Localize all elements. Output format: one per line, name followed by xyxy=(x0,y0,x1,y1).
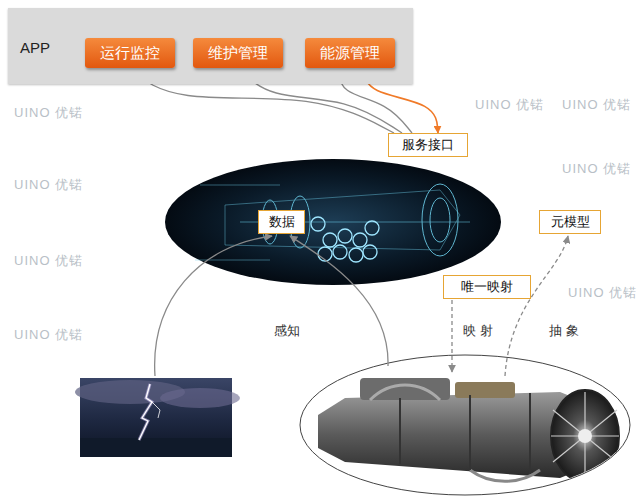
illustration-part xyxy=(152,402,160,418)
app-module-box: 维护管理 xyxy=(193,38,283,68)
watermark: UINO 优锘 xyxy=(562,160,631,178)
illustration-part xyxy=(505,236,568,376)
illustration-part xyxy=(430,198,450,242)
app-module-box: 能源管理 xyxy=(305,38,395,68)
illustration-part xyxy=(353,233,367,247)
illustration-part xyxy=(370,385,440,400)
illustration-part xyxy=(551,390,619,482)
node-text: 元模型 xyxy=(551,213,590,231)
illustration-part xyxy=(311,217,379,262)
illustration-part xyxy=(195,184,470,260)
engine-photo xyxy=(300,355,630,495)
illustration-part xyxy=(200,185,280,186)
metamodel-box: 元模型 xyxy=(539,210,601,234)
illustration-part xyxy=(455,382,515,398)
illustration-part xyxy=(160,388,240,408)
illustration-part xyxy=(290,236,388,366)
interface-box: 服务接口 xyxy=(388,133,468,157)
illustration-part xyxy=(225,190,460,250)
node-text: 能源管理 xyxy=(320,44,380,63)
illustration-part xyxy=(551,392,619,480)
node-text: 维护管理 xyxy=(208,44,268,63)
illustration-part xyxy=(139,384,152,440)
illustration-part xyxy=(363,245,377,259)
watermark: UINO 优锘 xyxy=(14,252,83,270)
lightning-photo xyxy=(75,378,240,457)
mapping-box: 唯一映射 xyxy=(443,275,531,299)
illustration-part xyxy=(469,395,471,470)
edge-note: 映 射 xyxy=(461,322,495,340)
illustration-part xyxy=(318,392,580,478)
leader-lines xyxy=(155,236,568,376)
node-text: 数据 xyxy=(269,213,295,231)
edge-note: 感知 xyxy=(272,322,302,340)
data-box: 数据 xyxy=(258,210,305,234)
illustration-part xyxy=(360,378,450,400)
watermark: UINO 优锘 xyxy=(562,96,631,114)
illustration-part xyxy=(578,429,592,443)
illustration-part xyxy=(155,236,272,376)
illustration-part xyxy=(529,393,531,474)
illustration-part xyxy=(333,245,347,259)
illustration-part xyxy=(80,438,232,457)
illustration-part xyxy=(349,248,363,262)
node-text: APP xyxy=(20,39,50,56)
illustration-part xyxy=(318,247,332,261)
watermark: UINO 优锘 xyxy=(14,326,83,344)
illustration-part xyxy=(365,221,379,235)
watermark: UINO 优锘 xyxy=(14,104,83,122)
illustration-part xyxy=(300,355,630,495)
illustration-part xyxy=(422,184,458,256)
illustration-part xyxy=(399,398,401,464)
watermark: UINO 优锘 xyxy=(568,284,637,302)
app-module-box: 运行监控 xyxy=(85,38,175,68)
illustration-part xyxy=(338,229,352,243)
illustration-part xyxy=(311,217,325,231)
watermark: UINO 优锘 xyxy=(14,176,83,194)
node-text: 运行监控 xyxy=(100,44,160,63)
node-text: 服务接口 xyxy=(402,136,454,154)
app-panel: APP 运行监控 维护管理 能源管理 xyxy=(8,8,413,84)
node-text: 唯一映射 xyxy=(461,278,513,296)
illustration-part xyxy=(323,233,337,247)
illustration-part xyxy=(139,384,152,440)
watermark: UINO 优锘 xyxy=(475,96,544,114)
illustration-part xyxy=(318,378,619,482)
illustration-part xyxy=(451,300,452,372)
edge-note: 抽 象 xyxy=(547,322,581,340)
